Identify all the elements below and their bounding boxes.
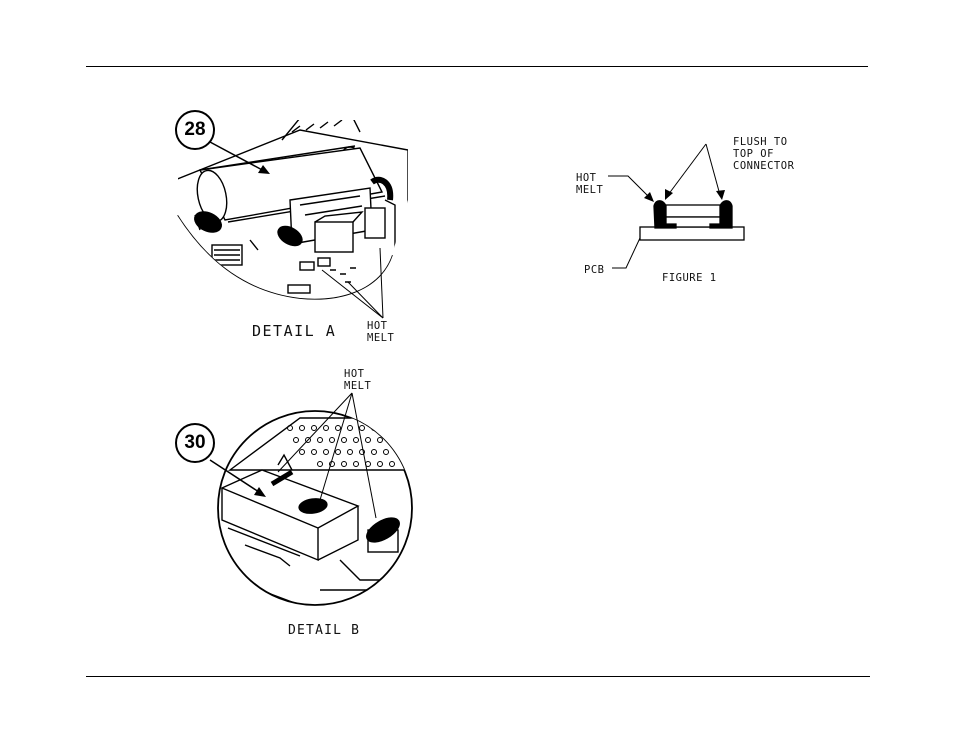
detail-a-illustration [177,120,408,319]
detail-b-hot-melt-label: HOT MELT [344,368,372,392]
detail-a-caption: DETAIL A [252,322,337,340]
figure-1-flush-label: FLUSH TO TOP OF CONNECTOR [733,136,795,172]
detail-b-caption: DETAIL B [288,623,361,638]
figure-1-illustration [608,143,745,269]
detail-b-illustration [209,392,413,606]
figure-1-hot-melt-label: HOT MELT [576,172,604,196]
footer-rule [86,676,870,677]
callout-30: 30 [175,423,215,463]
detail-a-hot-melt-label: HOT MELT [367,320,395,344]
figure-1-pcb-label: PCB [584,264,605,276]
figure-1-caption: FIGURE 1 [662,272,717,284]
header-rule [86,66,868,67]
callout-28: 28 [175,110,215,150]
